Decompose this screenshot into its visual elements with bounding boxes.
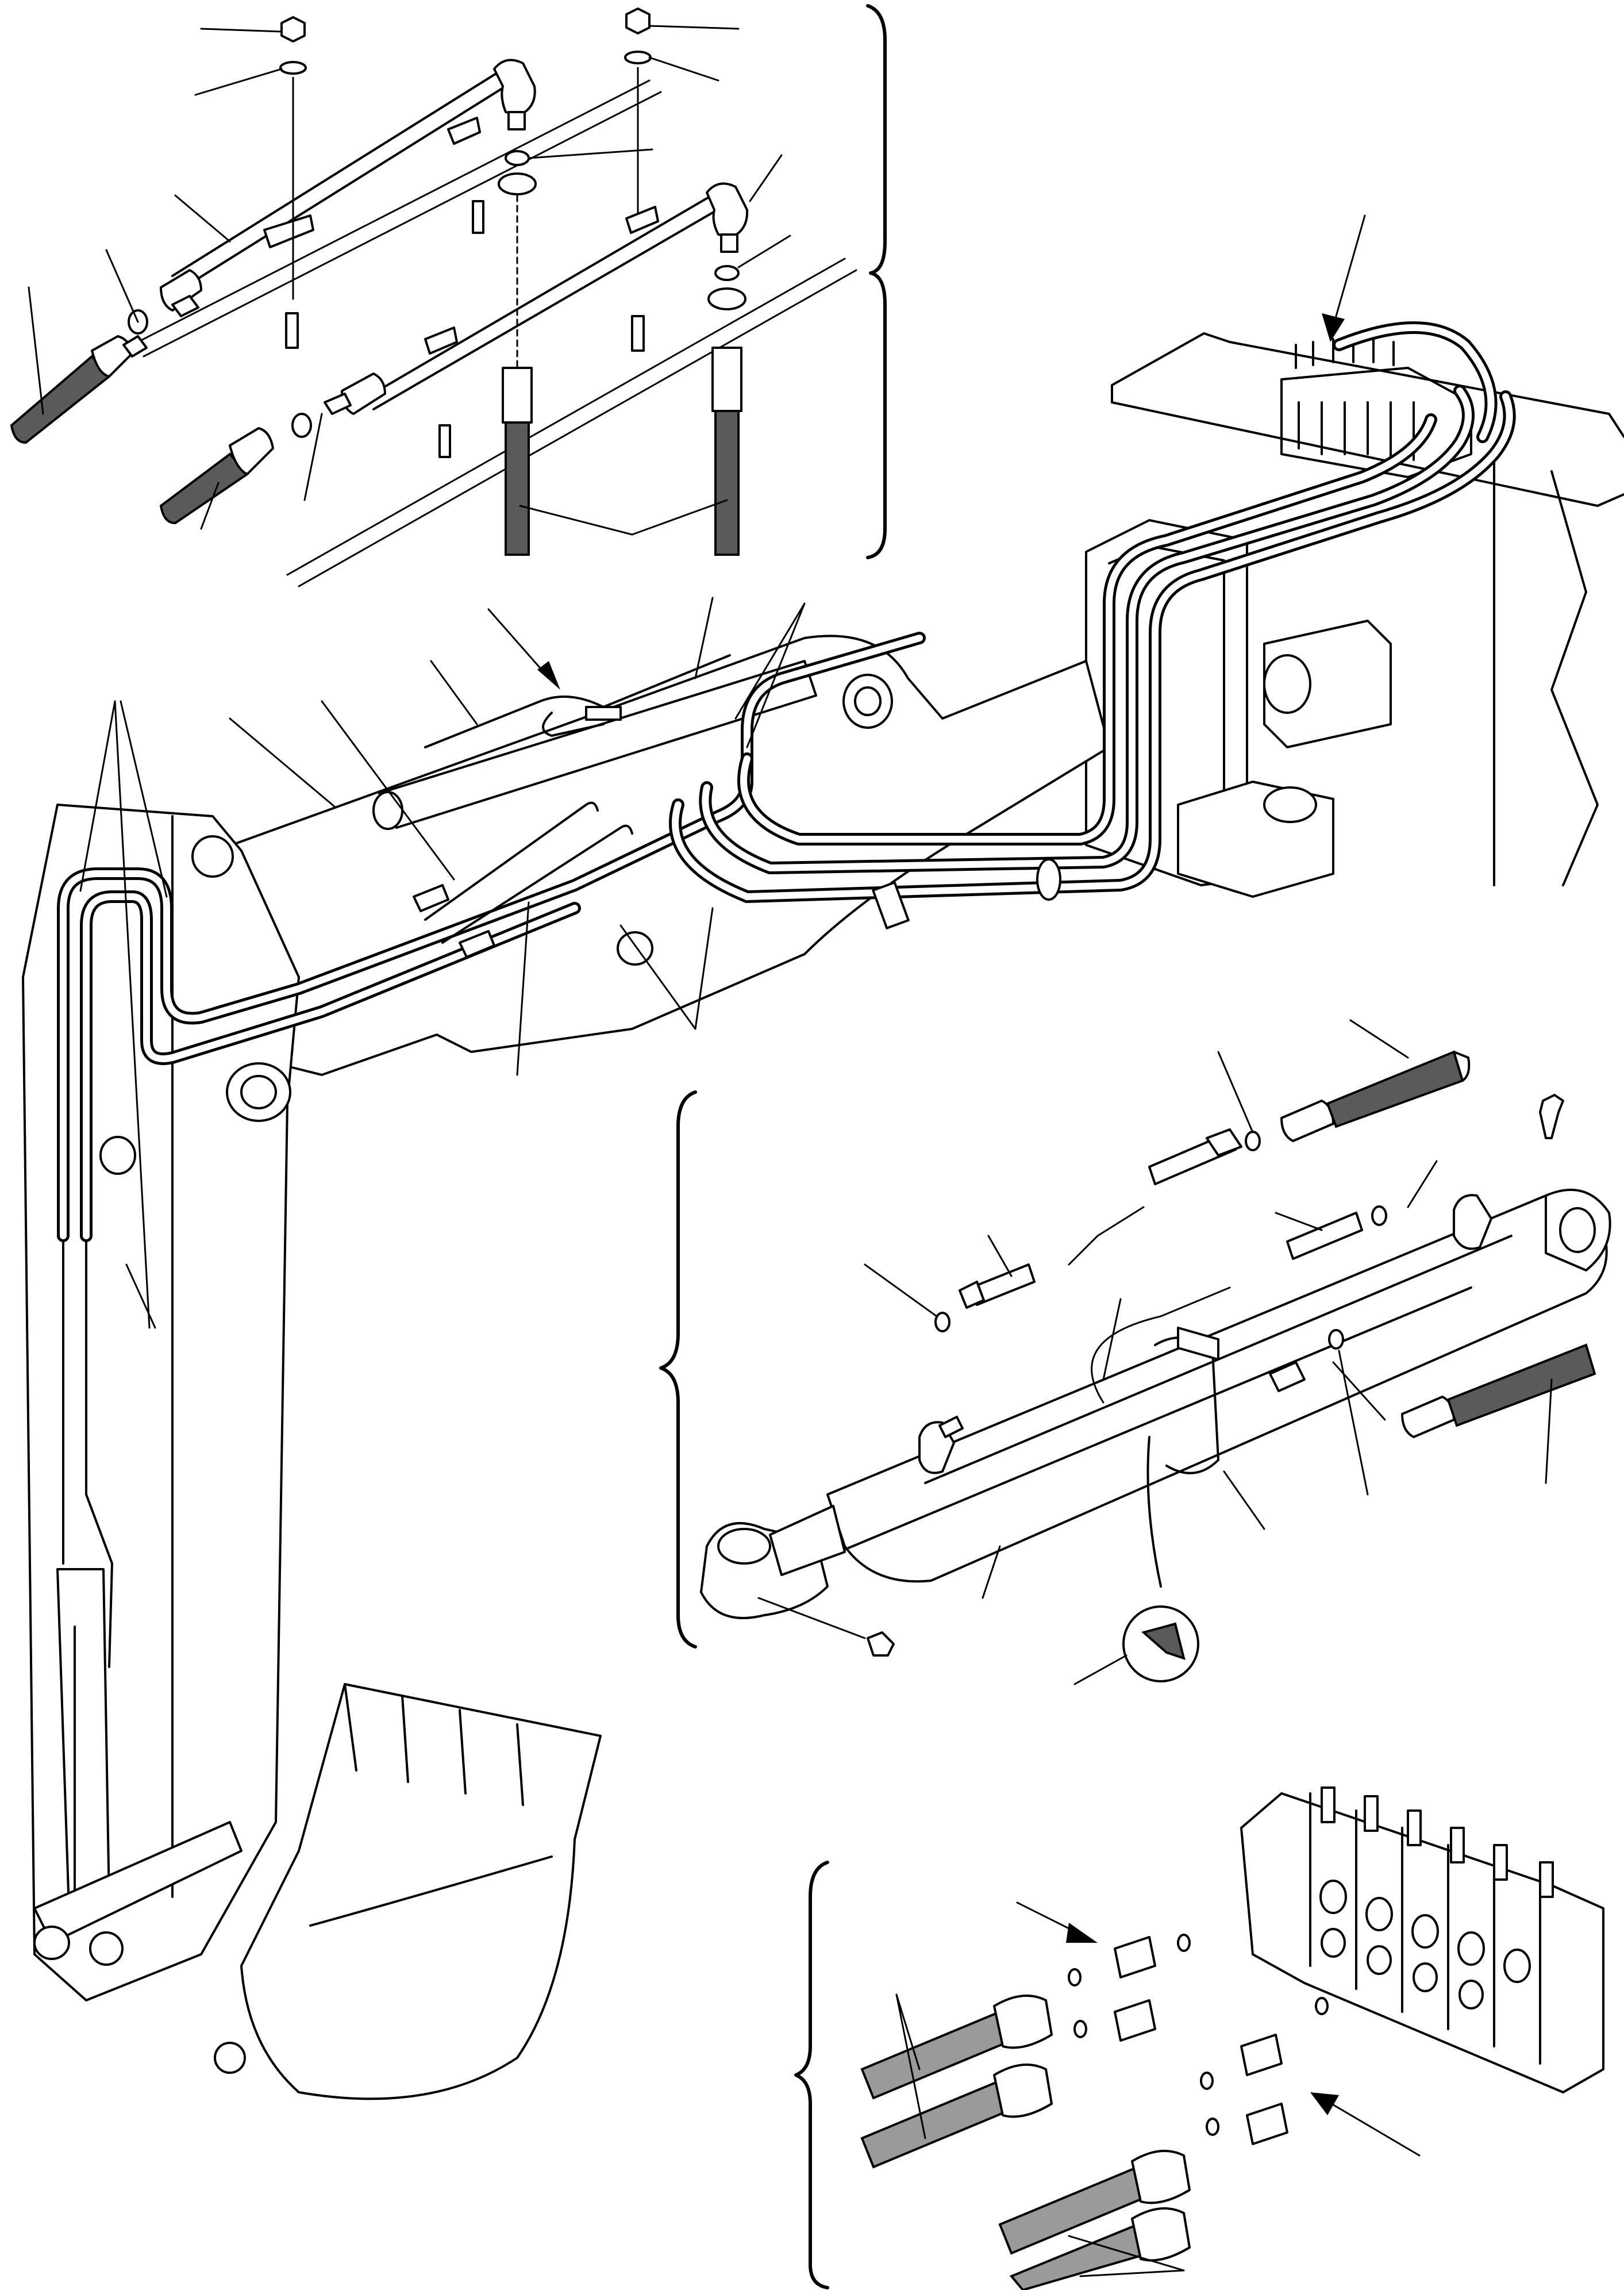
adapter-fittings [1068, 1934, 1329, 2145]
valve-ports [1319, 1880, 1531, 2009]
chassis-frame [1111, 332, 1624, 507]
inset-control-valve [794, 1786, 1604, 2290]
elbow-fitting-upper [493, 59, 536, 116]
nut-fitting-lower [341, 372, 386, 415]
main-backhoe-assembly [22, 214, 1624, 2100]
callout-leaders-main [79, 597, 806, 1329]
elbow-fitting-head [1453, 1194, 1492, 1250]
inset-cylinder-assembly [659, 1019, 1611, 1685]
hose-lower-right [1446, 1343, 1596, 1427]
group-brace-icon [866, 4, 887, 559]
vertical-hose-left [502, 367, 533, 424]
grease-nipple-bottom [867, 1631, 895, 1657]
hose-upper-left [10, 355, 111, 444]
callout-leaders-top-inset [28, 25, 791, 536]
bucket [240, 1683, 602, 2100]
hose-clamp [1154, 1336, 1219, 1474]
nut-fitting-upper [160, 269, 202, 312]
grease-nipple-top [1539, 1094, 1564, 1139]
callout-leaders-cylinder-inset [864, 1019, 1553, 1599]
stud-bolt [285, 312, 299, 349]
pointer-arrow-icon [1016, 1901, 1421, 2157]
group-brace-icon [794, 1861, 829, 2289]
hose-upper-right [1326, 1050, 1464, 1128]
hydraulic-hose-routing [57, 321, 1516, 1668]
hose-fitting-upper [1280, 1100, 1334, 1142]
callout-leaders-valve-inset [895, 1993, 1185, 2277]
inset-top-pipe-assembly [10, 4, 887, 587]
hose-lower-left [159, 452, 249, 525]
valve-spool-handles [1321, 1786, 1554, 1898]
hoses-with-fittings [860, 1995, 1191, 2290]
pipe-clamp-upper [263, 214, 314, 248]
rigid-pipe-lower [367, 194, 726, 398]
hose-fitting-lower [1401, 1396, 1455, 1438]
nut-top-right [625, 7, 651, 34]
nut-top-left [280, 16, 306, 43]
rigid-pipe-upper [171, 70, 515, 277]
vertical-hose-right [711, 347, 742, 412]
group-brace-icon [659, 1090, 697, 1649]
control-valve-block [1280, 367, 1472, 478]
elbow-fitting-lower [706, 182, 749, 238]
